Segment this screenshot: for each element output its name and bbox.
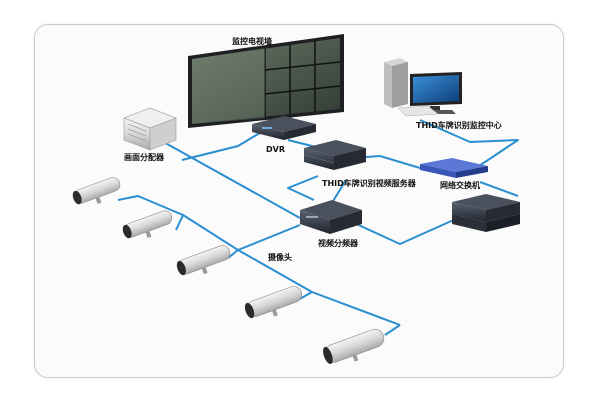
switch-label: 网络交换机 [440, 180, 480, 190]
dvr-device: DVR [252, 116, 316, 154]
dvr-label: DVR [266, 145, 285, 154]
camera-1 [72, 177, 121, 205]
network-switch: 网络交换机 [420, 158, 488, 190]
lpr-server-label: THID车牌识别视频服务器 [322, 178, 417, 188]
video-wall: 监控电视墙 [188, 34, 344, 128]
video-distributor-label: 视频分频器 [318, 238, 359, 248]
cable-camera-2 [175, 214, 239, 251]
monitor-center: THID车牌识别监控中心 [384, 58, 502, 130]
cable-camera-1 [117, 195, 184, 216]
video-wall-label: 监控电视墙 [232, 36, 272, 46]
splitter-device: 画面分配器 [123, 107, 177, 162]
cable-server-loop [287, 175, 319, 201]
cameras-label: 摄像头 [268, 252, 292, 262]
cable-splitter-distributor [159, 139, 301, 219]
lpr-server-top [303, 140, 366, 170]
splitter-label: 画面分配器 [124, 152, 165, 162]
cable-distributor-right-server [351, 217, 459, 245]
camera-5 [323, 329, 385, 364]
right-server-stack [452, 194, 520, 232]
cable-camera-5 [384, 324, 401, 336]
cable-switch-right-server [479, 181, 519, 197]
cable-splitter-dvr [181, 127, 269, 161]
cable-trunk [237, 224, 301, 251]
cable-center-switch [419, 119, 519, 169]
monitor-center-label: THID车牌识别监控中心 [416, 120, 502, 130]
video-distributor: 视频分频器 [300, 200, 362, 248]
camera-4 [244, 286, 303, 319]
camera-3 [176, 245, 231, 276]
cable-camera-4 [297, 291, 401, 326]
camera-2 [122, 210, 173, 239]
